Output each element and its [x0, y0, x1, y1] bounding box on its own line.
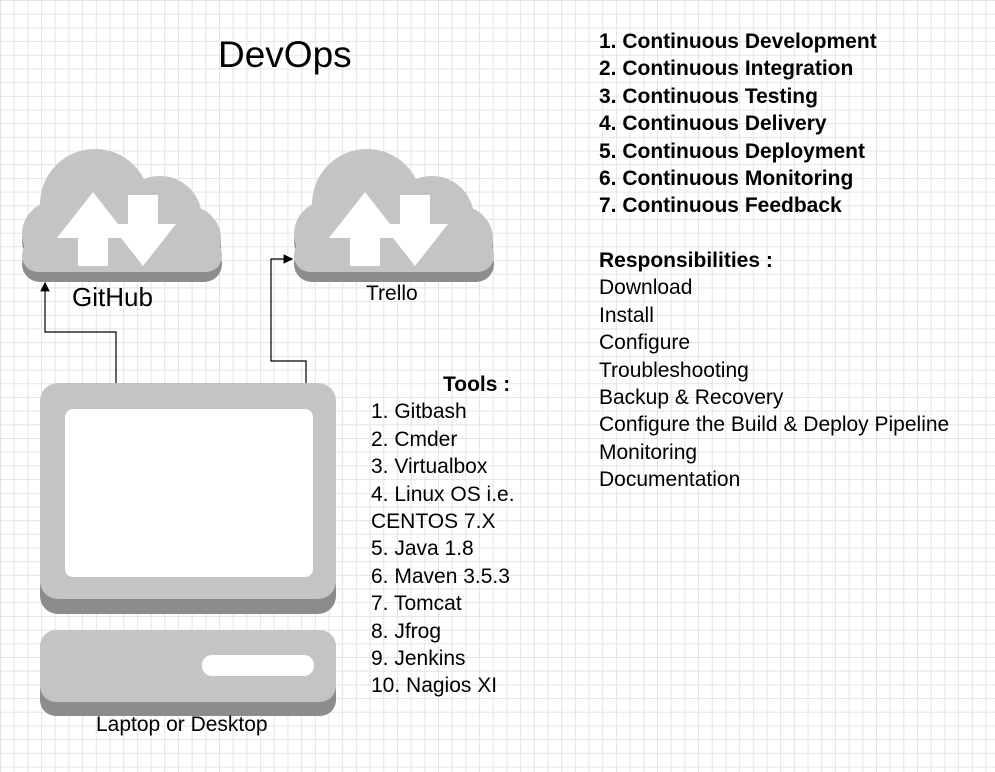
tool-item: 8. Jfrog: [371, 619, 442, 643]
phase-item: 5. Continuous Deployment: [599, 139, 866, 163]
tool-item: 1. Gitbash: [371, 400, 467, 424]
responsibility-item: Configure the Build & Deploy Pipeline: [599, 413, 950, 437]
responsibility-item: Install: [599, 303, 654, 327]
github-label: GitHub: [72, 282, 153, 312]
responsibility-item: Troubleshooting: [599, 358, 749, 382]
phases-list: 1. Continuous Development 2. Continuous …: [599, 28, 877, 220]
phase-item: 7. Continuous Feedback: [599, 194, 842, 218]
tool-item: 9. Jenkins: [371, 647, 466, 671]
github-cloud-icon: [22, 149, 222, 282]
desktop-computer-icon: [40, 383, 336, 716]
connector-computer-to-github: [40, 281, 117, 383]
phase-item: 2. Continuous Integration: [599, 57, 854, 81]
tool-item: 5. Java 1.8: [371, 537, 474, 561]
download-arrow-icon: [382, 195, 448, 266]
responsibilities-heading: Responsibilities :: [599, 249, 773, 272]
phase-item: 4. Continuous Delivery: [599, 112, 827, 136]
tool-item: 7. Tomcat: [371, 592, 462, 616]
phase-item: 6. Continuous Monitoring: [599, 167, 854, 191]
responsibilities-list: Responsibilities : Download Install Conf…: [599, 247, 949, 494]
responsibility-item: Backup & Recovery: [599, 386, 784, 410]
tools-list: Tools : 1. Gitbash 2. Cmder 3. Virtualbo…: [371, 371, 515, 700]
trello-cloud-icon: [294, 149, 494, 282]
responsibility-item: Configure: [599, 331, 691, 355]
page-title: DevOps: [218, 34, 352, 75]
tools-heading: Tools :: [443, 373, 511, 396]
tool-item: 4. Linux OS i.e.: [371, 482, 515, 506]
responsibility-item: Download: [599, 276, 693, 300]
trello-label: Trello: [366, 282, 418, 305]
download-arrow-icon: [110, 195, 176, 266]
tool-item: 2. Cmder: [371, 427, 458, 451]
upload-arrow-icon: [57, 192, 129, 266]
tool-item: 3. Virtualbox: [371, 455, 488, 479]
tool-item: 6. Maven 3.5.3: [371, 564, 510, 588]
responsibility-item: Monitoring: [599, 440, 698, 464]
connector-computer-to-trello: [270, 254, 307, 383]
phase-item: 1. Continuous Development: [599, 30, 877, 53]
phase-item: 3. Continuous Testing: [599, 84, 818, 108]
tool-item: CENTOS 7.X: [371, 510, 496, 534]
tool-item: 10. Nagios XI: [371, 674, 498, 698]
upload-arrow-icon: [329, 192, 401, 266]
responsibility-item: Documentation: [599, 468, 741, 492]
computer-label: Laptop or Desktop: [96, 713, 268, 736]
